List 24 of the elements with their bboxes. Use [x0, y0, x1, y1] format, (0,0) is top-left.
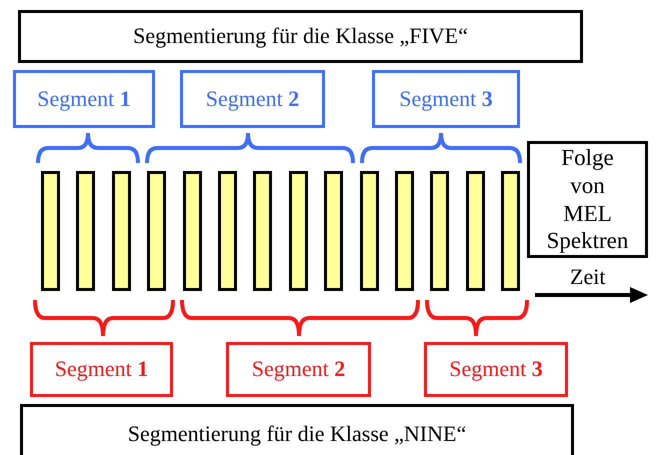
- spectrum-bar: [182, 171, 202, 291]
- spectrum-bar: [147, 171, 166, 291]
- axis-label: Zeit: [570, 264, 606, 290]
- title-box: Segmentierung für die Klasse „FIVE“: [18, 10, 583, 63]
- spectrum-bar: [76, 171, 96, 291]
- spectrum-bar: [218, 171, 237, 291]
- spectrum-bar: [324, 171, 344, 291]
- segment-label: Segment 1: [30, 342, 173, 397]
- spectrum-bar: [253, 171, 272, 291]
- caption-box: Folge von MEL Spektren: [527, 141, 648, 258]
- spectrum-bar: [501, 171, 520, 291]
- title-box: Segmentierung für die Klasse „NINE“: [20, 404, 574, 455]
- segment-label: Segment 1: [13, 70, 155, 128]
- spectrum-bar: [288, 171, 308, 291]
- spectrum-bar: [112, 171, 131, 291]
- spectrum-bar: [41, 171, 60, 291]
- segment-label: Segment 2: [226, 342, 371, 397]
- spectrum-bar: [430, 171, 450, 291]
- segment-label: Segment 3: [424, 342, 568, 397]
- spectrum-bar: [466, 171, 485, 291]
- spectrum-bar: [395, 171, 414, 291]
- spectrum-bar: [360, 171, 379, 291]
- segment-label: Segment 3: [372, 70, 520, 128]
- segment-label: Segment 2: [180, 70, 325, 128]
